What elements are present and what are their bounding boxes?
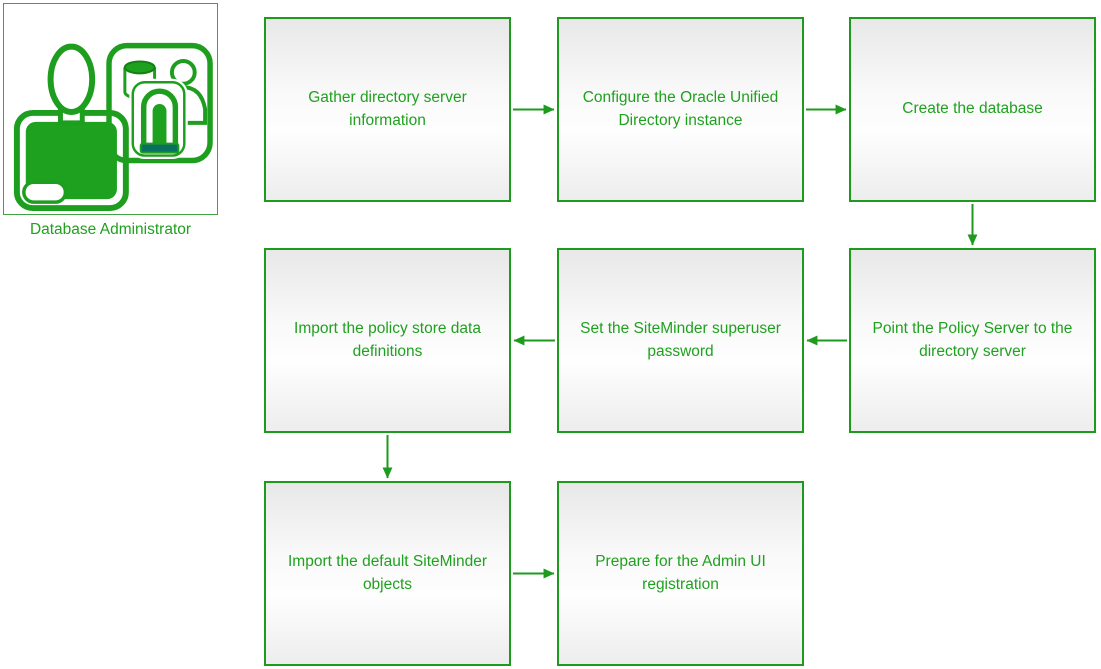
step-box-8: Prepare for the Admin UI registration (557, 481, 804, 666)
step-label: Import the default SiteMinder objects (287, 553, 488, 593)
step-label: Prepare for the Admin UI registration (595, 553, 766, 593)
step-box-7: Import the default SiteMinder objects (264, 481, 511, 666)
step-label: Configure the Oracle Unified Directory i… (582, 89, 779, 129)
person-head (47, 43, 96, 115)
step-box-4: Point the Policy Server to the directory… (849, 248, 1096, 433)
actor-label: Database Administrator (29, 221, 192, 238)
step-label: Create the database (902, 100, 1043, 118)
key-pillar-shape (152, 104, 167, 147)
step-label: Point the Policy Server to the directory… (872, 320, 1073, 360)
step-box-5: Set the SiteMinder superuser password (557, 248, 804, 433)
key-handle-shape (140, 88, 179, 147)
step-box-6: Import the policy store data definitions (264, 248, 511, 433)
key-base-shape (139, 142, 180, 154)
step-box-2: Configure the Oracle Unified Directory i… (557, 17, 804, 202)
step-box-3: Create the database (849, 17, 1096, 202)
step-label: Set the SiteMinder superuser password (580, 320, 781, 360)
book-fold-shape (22, 180, 68, 204)
database-administrator-icon-drawing (13, 42, 213, 212)
person-body-fill (25, 121, 117, 200)
database-administrator-icon (3, 3, 218, 215)
step-label: Gather directory server information (308, 89, 467, 129)
step-label: Import the policy store data definitions (294, 320, 481, 360)
step-box-1: Gather directory server information (264, 17, 511, 202)
